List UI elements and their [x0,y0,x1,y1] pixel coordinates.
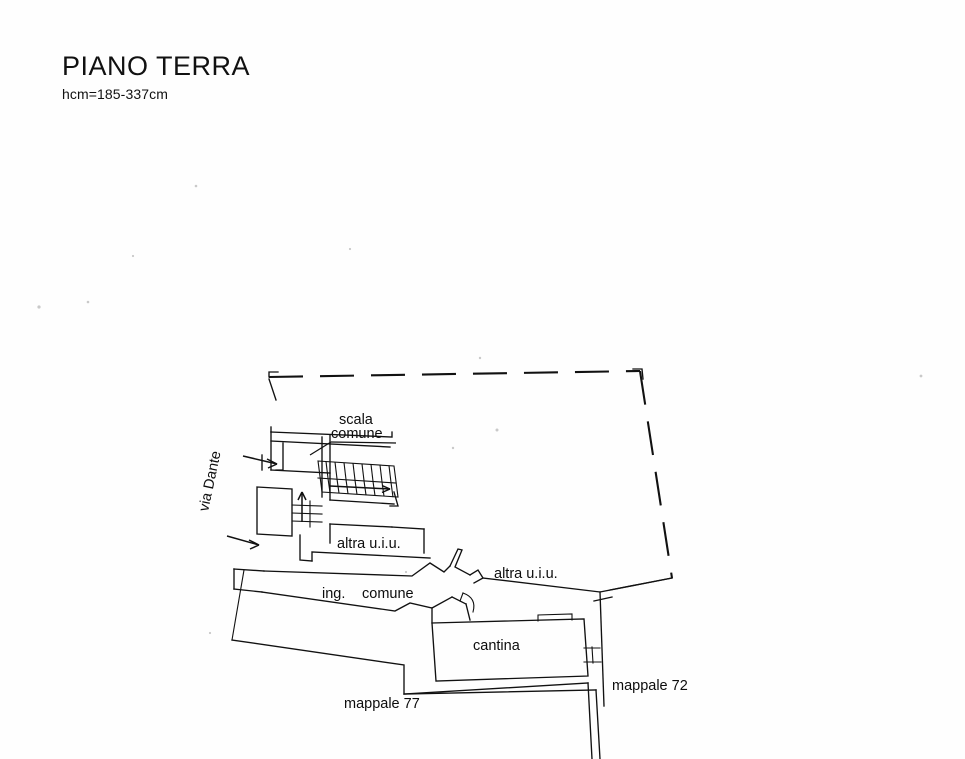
stairs-label: scala comune [309,412,397,456]
west-boundary [231,568,265,641]
label-parcel-77: mappale 77 [344,696,420,712]
label-other-unit-right: altra u.i.u. [494,566,558,582]
vestibule-room [256,486,323,537]
entrance-arrow-upper[interactable] [242,455,278,469]
stair-direction-arrow [329,485,391,490]
cantina-room [431,603,602,682]
stair-block [270,434,399,507]
label-other-unit-upper: altra u.i.u. [337,536,401,552]
label-common-entrance-2: comune [362,586,414,602]
upper-unit-outline [299,523,431,562]
title-block: PIANO TERRA hcm=185-337cm [62,51,251,103]
label-common-entrance-1: ing. [322,586,345,602]
scan-noise [37,184,923,635]
entrance-arrow-lower[interactable] [226,535,260,550]
street-label-via-dante: via Dante [196,450,224,513]
stair-treads-upper [325,461,392,483]
stairs-label-line2: comune [331,426,383,442]
south-property-walls [231,639,601,759]
height-note: hcm=185-337cm [62,86,168,103]
door-swing-arc [462,592,475,613]
page-title: PIANO TERRA [62,51,251,81]
east-unit-walls [482,577,673,707]
label-cantina: cantina [473,638,521,654]
boundary-corner-ticks [268,368,644,401]
property-boundary-dashed [268,369,674,579]
common-entrance-corridor [261,548,484,613]
stairs-label-line1: scala [339,412,374,428]
label-parcel-72: mappale 72 [612,678,688,694]
